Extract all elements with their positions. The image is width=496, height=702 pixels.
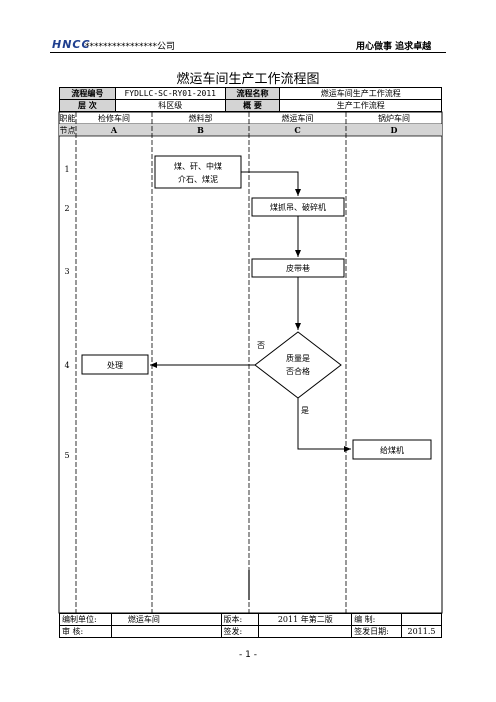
node-label: 节点 — [60, 126, 76, 135]
lane-d-letter: D — [391, 125, 398, 135]
issue-date-value: 2011.5 — [401, 625, 442, 638]
decision-line1: 质量是 — [286, 353, 310, 363]
row-number-4: 4 — [64, 361, 69, 370]
belt-box-label: 皮带巷 — [286, 263, 310, 273]
issue-value — [258, 625, 353, 638]
handle-box-label: 处理 — [107, 360, 123, 370]
level-value: 科区级 — [114, 99, 226, 112]
lane-a-name: 检修车间 — [98, 113, 130, 123]
page-number: - 1 - — [239, 650, 257, 660]
lane-b-letter: B — [197, 125, 204, 135]
yes-label: 是 — [301, 406, 309, 415]
arrow-yes-to-boiler — [297, 398, 351, 452]
row-number-3: 3 — [64, 267, 69, 276]
review-value — [110, 625, 222, 638]
no-label: 否 — [257, 341, 265, 350]
process-info-table: 流程编号 FYDLLC-SC-RY01-2011 流程名称 燃运车间生产工作流程… — [59, 87, 442, 112]
editor-value — [401, 613, 442, 626]
editor-label: 编 制: — [351, 613, 402, 626]
lane-c-letter: C — [294, 125, 300, 135]
start-box-line1: 煤、矸、中煤 — [174, 161, 222, 171]
row-number-5: 5 — [64, 451, 69, 460]
unit-value: 燃运车间 — [110, 613, 222, 626]
boiler-feeder-box — [352, 439, 432, 460]
lane-d-name: 锅炉车间 — [378, 113, 410, 123]
lane-b-name: 燃料部 — [189, 113, 213, 123]
handle-box — [81, 354, 149, 375]
header-divider — [50, 52, 446, 53]
issue-date-label: 签发日期: — [351, 625, 402, 638]
lane-a-letter: A — [110, 125, 118, 135]
process-name-label: 流程名称 — [224, 87, 281, 100]
decision-line2: 否合格 — [286, 366, 310, 376]
slogan: 用心做事 追求卓越 — [356, 42, 432, 52]
process-code-label: 流程编号 — [59, 87, 116, 100]
unit-label: 编制单位: — [59, 613, 112, 626]
start-box — [154, 155, 242, 189]
page-title: 燃运车间生产工作流程图 — [176, 72, 320, 87]
duty-label: 职能 — [60, 113, 76, 123]
summary-label: 概 要 — [224, 99, 281, 112]
issue-label: 签发: — [220, 625, 260, 638]
level-label: 层 次 — [59, 99, 116, 112]
version-label: 版本: — [220, 613, 260, 626]
review-label: 审 核: — [59, 625, 112, 638]
summary-value: 生产工作流程 — [279, 99, 442, 112]
lane-c-name: 燃运车间 — [282, 113, 314, 123]
row-number-2: 2 — [64, 204, 69, 213]
arrow-start-to-crush — [241, 171, 301, 196]
signoff-table: 编制单位: 燃运车间 版本: 2011 年第二版 编 制: 审 核: 签发: 签… — [59, 613, 442, 638]
company-logo: HNCC — [52, 38, 91, 51]
company-name: ****************公司 — [85, 42, 176, 52]
row-number-1: 1 — [64, 165, 69, 174]
boiler-box-label: 给煤机 — [380, 445, 404, 455]
start-box-line2: 介石、煤泥 — [178, 174, 218, 184]
quality-decision — [254, 331, 342, 399]
crush-box-label: 煤抓吊、破碎机 — [270, 202, 326, 212]
version-value: 2011 年第二版 — [258, 613, 353, 626]
